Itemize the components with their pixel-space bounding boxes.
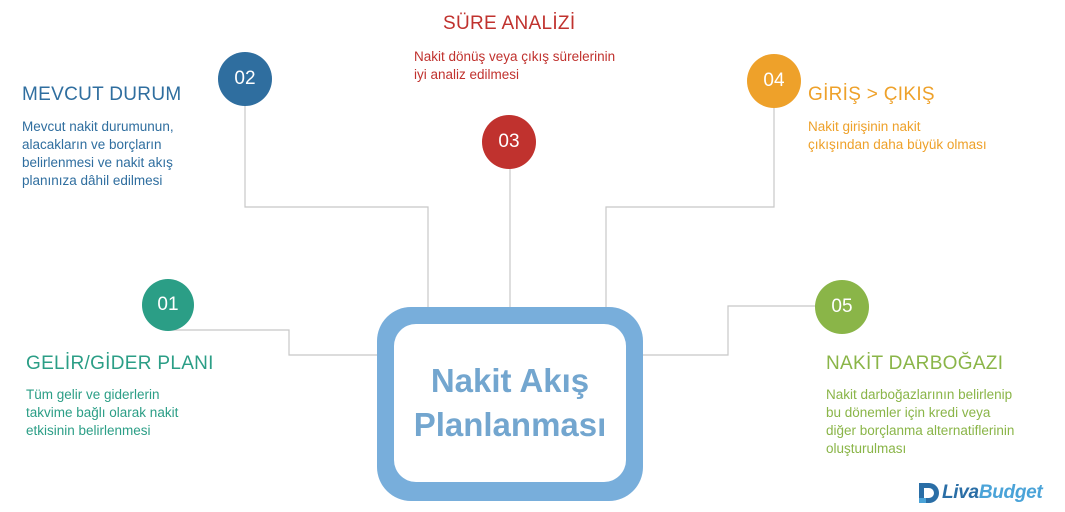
node-04-description: Nakit girişinin nakit çıkışından daha bü… xyxy=(808,118,987,154)
logo-text: LivaBudget xyxy=(942,482,1043,504)
node-04-title: GİRİŞ > ÇIKIŞ xyxy=(808,84,935,105)
node-02-circle: 02 xyxy=(218,52,272,106)
connector-01 xyxy=(168,329,377,356)
node-02-line-4: planınıza dâhil edilmesi xyxy=(22,173,163,188)
livabudget-logo: LivaBudget xyxy=(916,478,1043,508)
node-05-description: Nakit darboğazlarının belirlenip bu döne… xyxy=(826,386,1014,458)
liva-budget-logo-icon xyxy=(919,483,939,503)
node-01-line-3: etkisinin belirlenmesi xyxy=(26,423,151,438)
node-01-line-1: Tüm gelir ve giderlerin xyxy=(26,387,160,402)
logo-text-part-1: Liva xyxy=(942,482,979,503)
node-02-line-1: Mevcut nakit durumunun, xyxy=(22,119,174,134)
connector-05 xyxy=(643,305,842,356)
connector-02 xyxy=(244,104,429,307)
node-01-title: GELİR/GİDER PLANI xyxy=(26,353,214,374)
connector-04 xyxy=(605,104,775,307)
node-04-circle: 04 xyxy=(747,54,801,108)
node-05-line-2: bu dönemler için kredi veya xyxy=(826,405,991,420)
node-03-number: 03 xyxy=(498,131,520,152)
node-05-line-3: diğer borçlanma alternatiflerinin xyxy=(826,423,1015,438)
node-03-title: SÜRE ANALİZİ xyxy=(443,13,576,34)
center-box-inner: Nakit Akış Planlanması xyxy=(394,324,626,482)
node-05-line-1: Nakit darboğazlarının belirlenip xyxy=(826,387,1013,402)
center-title-line-1: Nakit Akış xyxy=(430,362,590,399)
node-04-line-1: Nakit girişinin nakit xyxy=(808,119,921,134)
node-05-number: 05 xyxy=(831,296,853,317)
node-01-line-2: takvime bağlı olarak nakit xyxy=(26,405,179,420)
node-02-line-3: belirlenmesi ve nakit akış xyxy=(22,155,173,170)
node-01-number: 01 xyxy=(157,294,179,315)
center-box: Nakit Akış Planlanması xyxy=(377,307,643,501)
node-01-description: Tüm gelir ve giderlerin takvime bağlı ol… xyxy=(26,386,178,440)
node-05-title: NAKİT DARBOĞAZI xyxy=(826,353,1004,374)
node-01-circle: 01 xyxy=(142,279,194,331)
node-03-description: Nakit dönüş veya çıkış sürelerinin iyi a… xyxy=(414,48,615,84)
node-03-circle: 03 xyxy=(482,115,536,169)
node-04-line-2: çıkışından daha büyük olması xyxy=(808,137,987,152)
logo-text-part-2: Budget xyxy=(978,482,1043,503)
node-05-line-4: oluşturulması xyxy=(826,441,907,456)
node-02-number: 02 xyxy=(234,68,256,89)
node-03-line-1: Nakit dönüş veya çıkış sürelerinin xyxy=(414,49,616,64)
node-02-line-2: alacakların ve borçların xyxy=(22,137,162,152)
node-03-line-2: iyi analiz edilmesi xyxy=(414,67,520,82)
node-04-number: 04 xyxy=(763,70,785,91)
node-05-circle: 05 xyxy=(815,280,869,334)
node-02-title: MEVCUT DURUM xyxy=(22,84,182,105)
center-title-line-2: Planlanması xyxy=(413,406,607,443)
node-02-description: Mevcut nakit durumunun, alacakların ve b… xyxy=(22,118,174,190)
